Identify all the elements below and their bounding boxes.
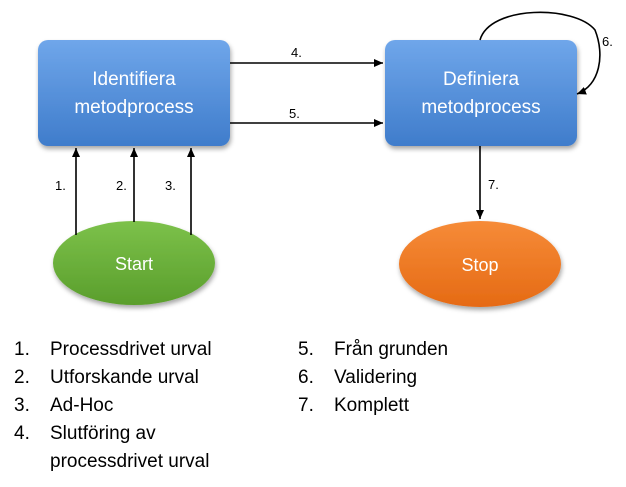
legend-item: 3. Ad-Hoc	[14, 392, 284, 420]
edge-7-label: 7.	[488, 177, 499, 192]
legend-text: Validering	[334, 367, 418, 388]
legend-left: 1. Processdrivet urval 2. Utforskande ur…	[14, 336, 284, 476]
legend-number: 4.	[14, 423, 30, 444]
legend-number: 7.	[298, 395, 314, 416]
node-define: Definiera metodprocess	[385, 40, 577, 146]
legend-right: 5. Från grunden 6. Validering 7. Komplet…	[298, 336, 498, 420]
edge-5-label: 5.	[289, 106, 300, 121]
node-define-line2: metodprocess	[421, 97, 540, 118]
node-stop-label: Stop	[461, 255, 498, 275]
node-start-label: Start	[115, 254, 153, 274]
legend-text: Komplett	[334, 395, 409, 416]
edge-6-loop	[479, 11, 601, 95]
legend-number: 2.	[14, 367, 30, 388]
legend-text: Ad-Hoc	[50, 395, 114, 416]
legend-number: 5.	[298, 339, 314, 360]
edge-2-label: 2.	[116, 178, 127, 193]
node-start: Start	[53, 221, 215, 305]
legend-item: 6. Validering	[298, 364, 498, 392]
edge-6-label: 6.	[602, 34, 613, 49]
legend-number: 3.	[14, 395, 30, 416]
legend-item: 7. Komplett	[298, 392, 498, 420]
node-define-line1: Definiera	[443, 69, 519, 90]
legend-text: Processdrivet urval	[50, 339, 212, 360]
legend-text: Slutföring av processdrivet urval	[50, 423, 210, 472]
edge-3-label: 3.	[165, 178, 176, 193]
edge-4-label: 4.	[291, 45, 302, 60]
legend-text: Utforskande urval	[50, 367, 199, 388]
node-identify-line1: Identifiera	[92, 69, 176, 90]
process-diagram: Identifiera metodprocess Definiera metod…	[38, 11, 613, 307]
edge-1-label: 1.	[55, 178, 66, 193]
legend-number: 1.	[14, 339, 30, 360]
node-identify-line2: metodprocess	[74, 97, 193, 118]
legend-item: 2. Utforskande urval	[14, 364, 284, 392]
legend-text: Från grunden	[334, 339, 449, 360]
legend-number: 6.	[298, 367, 314, 388]
node-stop: Stop	[399, 221, 561, 307]
node-identify: Identifiera metodprocess	[38, 40, 230, 146]
legend-item: 1. Processdrivet urval	[14, 336, 284, 364]
legend-item: 5. Från grunden	[298, 336, 498, 364]
legend-item: 4. Slutföring av processdrivet urval	[14, 420, 284, 476]
